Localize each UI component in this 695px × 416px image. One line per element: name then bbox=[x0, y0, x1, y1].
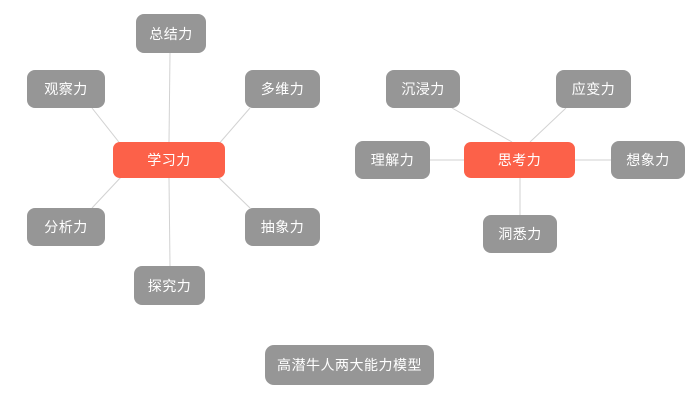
edge-learning-cluster-3 bbox=[91, 175, 123, 209]
node-label: 洞悉力 bbox=[498, 226, 542, 242]
leaf-node-thinking-cluster-0[interactable]: 沉浸力 bbox=[386, 70, 460, 108]
node-label: 理解力 bbox=[370, 152, 415, 168]
edge-learning-cluster-2 bbox=[216, 107, 251, 147]
edge-learning-cluster-5 bbox=[168, 177, 171, 267]
edge-learning-cluster-1 bbox=[91, 107, 123, 147]
node-label: 总结力 bbox=[149, 25, 193, 42]
node-label: 学习力 bbox=[147, 152, 191, 168]
leaf-node-learning-cluster-0[interactable]: 总结力 bbox=[136, 14, 206, 53]
edge-thinking-cluster-0 bbox=[451, 107, 513, 143]
edge-learning-cluster-4 bbox=[216, 175, 251, 209]
node-label: 高潜牛人两大能力模型 bbox=[277, 357, 422, 373]
diagram-title-box[interactable]: 高潜牛人两大能力模型 bbox=[265, 345, 434, 385]
node-label: 多维力 bbox=[260, 81, 305, 97]
node-label: 探究力 bbox=[147, 277, 192, 294]
leaf-node-learning-cluster-1[interactable]: 观察力 bbox=[27, 70, 105, 108]
center-node-thinking-cluster[interactable]: 思考力 bbox=[464, 142, 575, 178]
node-label: 想象力 bbox=[626, 152, 670, 168]
leaf-node-learning-cluster-4[interactable]: 抽象力 bbox=[245, 208, 320, 246]
leaf-node-thinking-cluster-4[interactable]: 洞悉力 bbox=[483, 215, 557, 253]
leaf-node-thinking-cluster-1[interactable]: 应变力 bbox=[556, 70, 631, 108]
leaf-node-learning-cluster-3[interactable]: 分析力 bbox=[27, 208, 105, 246]
leaf-node-thinking-cluster-3[interactable]: 想象力 bbox=[611, 141, 685, 179]
leaf-node-learning-cluster-2[interactable]: 多维力 bbox=[245, 70, 320, 108]
edge-thinking-cluster-1 bbox=[529, 107, 567, 143]
leaf-node-thinking-cluster-2[interactable]: 理解力 bbox=[355, 141, 430, 179]
node-label: 抽象力 bbox=[260, 219, 305, 235]
leaf-node-learning-cluster-5[interactable]: 探究力 bbox=[134, 266, 205, 305]
node-label: 分析力 bbox=[44, 219, 88, 235]
node-label: 沉浸力 bbox=[401, 81, 445, 97]
node-label: 应变力 bbox=[571, 81, 616, 97]
node-label: 观察力 bbox=[44, 81, 88, 97]
edge-learning-cluster-0 bbox=[168, 52, 171, 143]
node-label: 思考力 bbox=[497, 152, 542, 168]
center-node-learning-cluster[interactable]: 学习力 bbox=[113, 142, 225, 178]
